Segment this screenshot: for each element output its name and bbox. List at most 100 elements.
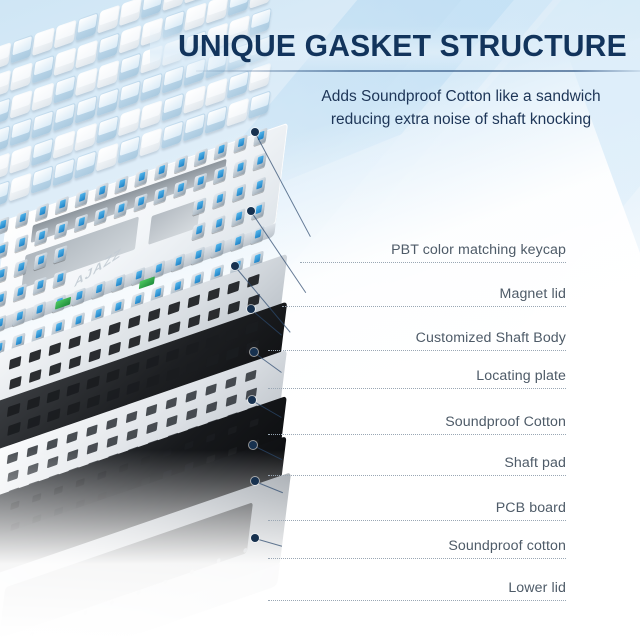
callout-leader-line [268, 433, 566, 435]
mechanical-switch [210, 239, 225, 259]
plate-cutout [166, 367, 180, 382]
plate-cutout [227, 300, 241, 315]
callout-leader-line [268, 387, 566, 389]
keycap [248, 90, 271, 120]
keycap [182, 112, 206, 142]
mechanical-switch [91, 280, 106, 300]
plate-cutout [184, 440, 194, 451]
mechanical-switch [113, 199, 128, 219]
mechanical-switch [111, 273, 126, 293]
keycap [74, 122, 98, 152]
keycap [52, 129, 76, 160]
plate-cutout [46, 389, 61, 404]
keycap [74, 150, 98, 180]
plate-cutout [28, 349, 42, 363]
mechanical-switch [13, 258, 28, 278]
keycap [0, 180, 11, 210]
mechanical-switch [0, 240, 9, 260]
plate-cutout [165, 348, 180, 363]
anchor-dot [251, 128, 259, 136]
mechanical-switch [153, 186, 168, 205]
keycap [10, 34, 34, 64]
callout-label: Customized Shaft Body [415, 330, 566, 346]
callout-leader-line [268, 557, 566, 559]
callout-label: Shaft pad [504, 455, 566, 471]
mechanical-switch [230, 232, 245, 252]
keycap [30, 165, 54, 195]
keycap [162, 0, 186, 12]
keycap [0, 97, 11, 127]
plate-cutout [185, 360, 200, 375]
anchor-dot [248, 396, 256, 404]
keycap [31, 109, 55, 139]
callout-row: Soundproof cotton [268, 533, 566, 559]
mechanical-switch [54, 220, 69, 240]
plate-cutout [245, 369, 257, 383]
callout-row: PCB board [268, 495, 566, 521]
keycap [75, 39, 99, 69]
plate-cutout [227, 280, 240, 295]
keycap [117, 107, 141, 137]
plate-cutout [106, 435, 119, 448]
plate-cutout [148, 328, 161, 342]
mechanical-switch [170, 253, 186, 272]
keycap [52, 102, 76, 132]
callout-row: Magnet lid [282, 281, 566, 307]
anchor-dot [250, 348, 258, 356]
plate-cutout [6, 402, 21, 418]
plate-cutout [187, 294, 201, 309]
mechanical-switch [0, 265, 9, 285]
keycap [9, 117, 33, 147]
anchor-dot [231, 262, 239, 270]
keycap [52, 157, 76, 187]
mechanical-switch [0, 216, 10, 236]
keycap [74, 94, 98, 124]
keycap [139, 72, 163, 102]
keycap [53, 19, 77, 49]
keycap [9, 89, 33, 119]
plate-cutout [66, 431, 78, 444]
keycap [117, 135, 141, 165]
plate-cutout [225, 327, 239, 342]
callout-leader-line [268, 349, 566, 351]
plate-cutout [68, 335, 81, 350]
title-backdrop [150, 26, 640, 74]
plate-cutout [126, 428, 138, 441]
keycap [95, 142, 119, 172]
subtitle-line-1: Adds Soundproof Cotton like a sandwich [321, 88, 601, 105]
plate-cutout [205, 401, 218, 414]
mechanical-switch [33, 251, 48, 271]
mechanical-switch [71, 287, 86, 307]
callout-row: Locating plate [268, 363, 566, 389]
mechanical-switch [232, 158, 248, 178]
subtitle-line-2: reducing extra noise of shaft knocking [330, 111, 592, 128]
keycap [204, 105, 228, 135]
callout-leader-line [268, 519, 566, 521]
mechanical-switch [52, 269, 67, 289]
mechanical-switch [193, 172, 208, 192]
plate-cutout [126, 361, 140, 377]
keycap [118, 52, 142, 82]
mechanical-switch [12, 283, 28, 302]
page-subtitle: Adds Soundproof Cotton like a sandwich r… [286, 85, 636, 131]
keycap [183, 85, 207, 115]
plate-cutout [26, 396, 41, 411]
plate-cutout [88, 348, 102, 363]
callout-row: Lower lid [268, 575, 566, 601]
keycap [0, 42, 12, 72]
plate-cutout [225, 394, 238, 407]
keycap [118, 0, 142, 27]
mechanical-switch [31, 301, 47, 320]
keycap [96, 32, 120, 62]
callout-leader-line [282, 305, 566, 307]
callout-label: Soundproof cotton [448, 538, 566, 554]
plate-cutout [46, 408, 61, 423]
plate-cutout [106, 387, 121, 402]
plate-cutout [46, 438, 58, 451]
keycap [140, 0, 164, 19]
mechanical-switch [53, 245, 68, 264]
keycap [30, 137, 54, 167]
keycap [139, 127, 163, 157]
mechanical-switch [252, 152, 267, 171]
